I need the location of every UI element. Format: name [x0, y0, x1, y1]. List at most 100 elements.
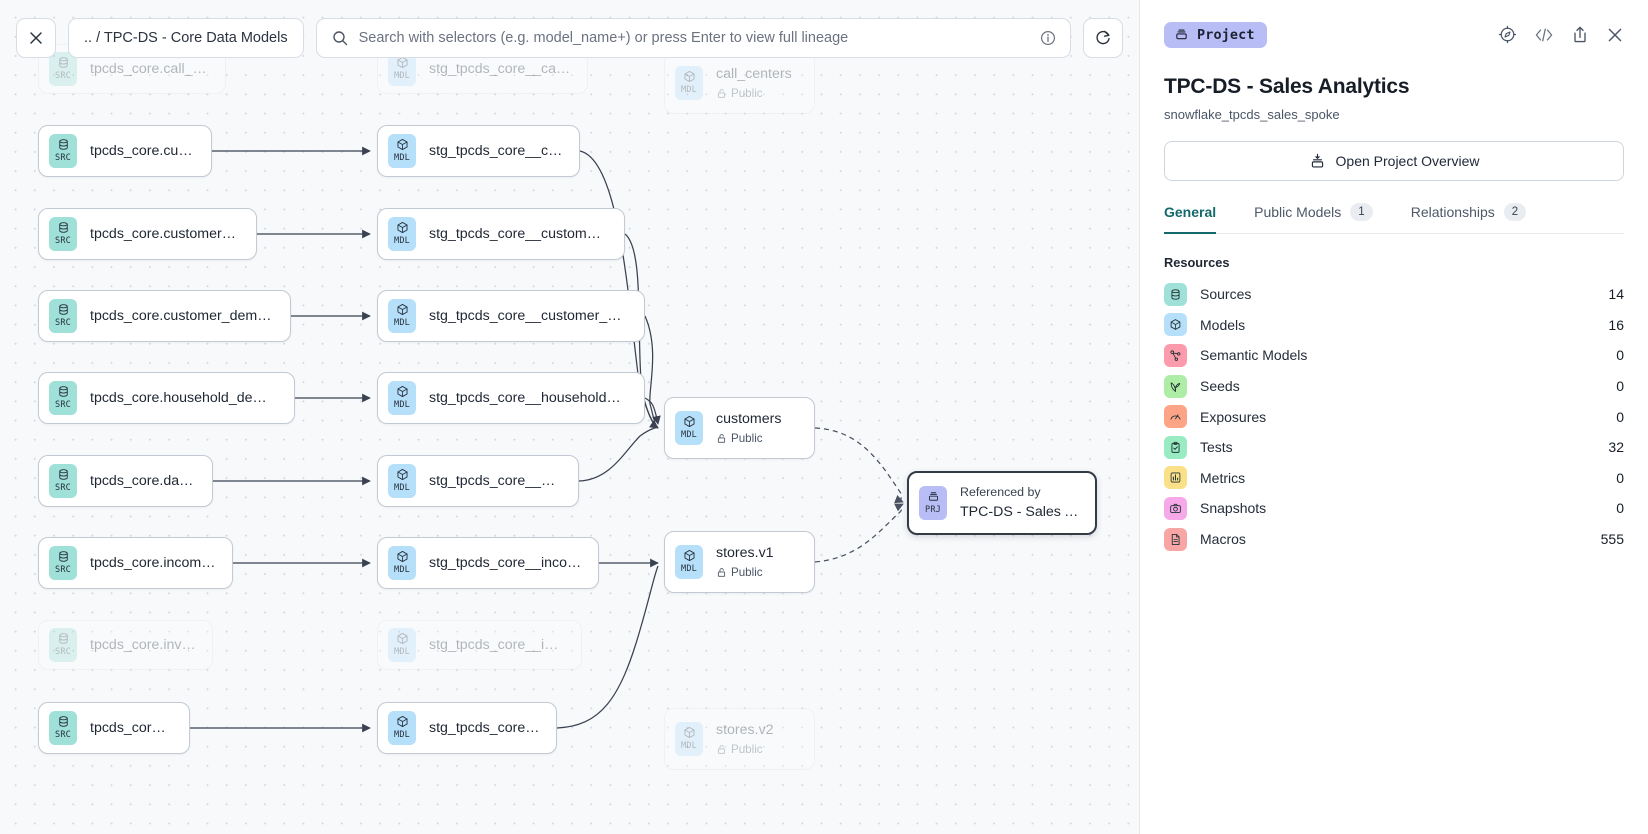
info-icon[interactable] — [1040, 30, 1056, 46]
resource-count: 0 — [1616, 408, 1624, 425]
lineage-node-mdl-call-centers: MDL call_centers Public — [664, 52, 815, 114]
clipboard-check-icon — [1164, 435, 1187, 459]
node-visibility: Public — [716, 742, 774, 757]
cube-icon — [396, 385, 409, 400]
node-type-badge-src: SRC — [49, 217, 77, 251]
node-type-label: SRC — [55, 647, 71, 657]
node-type-label: SRC — [55, 730, 71, 740]
lineage-node-src-household-demographics[interactable]: SRC tpcds_core.household_demographics — [38, 372, 295, 424]
lock-open-icon — [717, 568, 726, 577]
cube-icon — [396, 468, 409, 483]
lineage-node-mdl-stg-customer-address[interactable]: MDL stg_tpcds_core__customer_address — [377, 208, 625, 260]
database-icon — [57, 715, 70, 730]
node-type-badge-src: SRC — [49, 299, 77, 333]
project-type-chip[interactable]: Project — [1164, 21, 1267, 48]
node-title: stg_tpcds_core__household_demogr… — [429, 389, 628, 406]
node-type-label: MDL — [394, 236, 410, 246]
gauge-icon — [1164, 405, 1187, 429]
node-title: tpcds_core.store — [90, 719, 173, 736]
node-type-label: PRJ — [925, 505, 941, 515]
resource-name: Macros — [1200, 531, 1246, 548]
database-icon — [57, 56, 70, 71]
lineage-node-src-customer[interactable]: SRC tpcds_core.customer — [38, 125, 212, 177]
breadcrumb[interactable]: .. / TPC-DS - Core Data Models — [68, 18, 304, 58]
node-type-label: MDL — [394, 153, 410, 163]
resource-count: 14 — [1608, 286, 1624, 303]
open-project-overview-button[interactable]: Open Project Overview — [1164, 141, 1624, 181]
node-title: stg_tpcds_core__customer — [429, 142, 563, 159]
resource-name: Snapshots — [1200, 500, 1267, 517]
lineage-canvas[interactable]: SRC tpcds_core.call_center SRC tpcds_cor… — [0, 0, 1139, 834]
lineage-node-mdl-stg-income-band[interactable]: MDL stg_tpcds_core__income_band — [377, 537, 599, 589]
share-icon[interactable] — [1571, 25, 1589, 44]
node-type-label: SRC — [55, 153, 71, 163]
lineage-node-src-income-band[interactable]: SRC tpcds_core.income_band — [38, 537, 233, 589]
resource-count: 16 — [1608, 316, 1624, 333]
node-title: tpcds_core.income_band — [90, 554, 216, 571]
node-type-badge-src: SRC — [49, 546, 77, 580]
resource-row-semantic-models[interactable]: Semantic Models 0 — [1164, 340, 1624, 371]
resource-row-sources[interactable]: Sources 14 — [1164, 279, 1624, 310]
detail-panel: Project — [1139, 0, 1648, 834]
resource-row-metrics[interactable]: Metrics 0 — [1164, 463, 1624, 494]
cube-icon — [396, 550, 409, 565]
node-type-label: MDL — [394, 318, 410, 328]
lineage-node-mdl-stg-date-dim[interactable]: MDL stg_tpcds_core__date_dim — [377, 455, 579, 507]
lineage-node-mdl-stg-customer[interactable]: MDL stg_tpcds_core__customer — [377, 125, 580, 177]
cube-icon — [396, 221, 409, 236]
lineage-node-src-date-dim[interactable]: SRC tpcds_core.date_dim — [38, 455, 213, 507]
resource-row-tests[interactable]: Tests 32 — [1164, 432, 1624, 463]
node-type-label: MDL — [681, 741, 697, 751]
tab-general[interactable]: General — [1164, 203, 1217, 234]
node-type-badge-mdl: MDL — [675, 722, 703, 756]
resource-row-models[interactable]: Models 16 — [1164, 310, 1624, 341]
node-type-label: SRC — [55, 71, 71, 81]
compass-icon[interactable] — [1498, 25, 1517, 44]
lineage-node-src-customer-address[interactable]: SRC tpcds_core.customer_address — [38, 208, 257, 260]
tab-count: 1 — [1350, 203, 1373, 221]
resource-name: Exposures — [1200, 408, 1267, 425]
search-container[interactable] — [315, 18, 1071, 58]
lineage-node-mdl-stg-customer-demographics[interactable]: MDL stg_tpcds_core__customer_demogra… — [377, 290, 645, 342]
node-title: customers — [716, 411, 782, 427]
search-input[interactable] — [358, 30, 1029, 46]
node-title: stg_tpcds_core__customer_address — [429, 225, 608, 242]
node-type-badge-mdl: MDL — [388, 299, 416, 333]
lineage-node-src-store[interactable]: SRC tpcds_core.store — [38, 702, 190, 754]
database-icon — [57, 221, 70, 236]
code-icon[interactable] — [1534, 26, 1554, 44]
node-type-badge-src: SRC — [49, 628, 77, 662]
lineage-node-mdl-stores-v1[interactable]: MDL stores.v1 Public — [664, 531, 815, 593]
lineage-node-mdl-stg-household-demographics[interactable]: MDL stg_tpcds_core__household_demogr… — [377, 372, 645, 424]
resource-count: 555 — [1600, 531, 1624, 548]
close-panel-icon[interactable] — [1606, 26, 1624, 44]
cube-icon — [683, 70, 696, 85]
cube-icon — [683, 726, 696, 741]
lineage-node-prj-referenced-by[interactable]: PRJ Referenced by TPC-DS - Sales Analyti… — [907, 471, 1097, 535]
lock-open-icon — [717, 745, 726, 754]
node-type-label: MDL — [394, 483, 410, 493]
resource-row-exposures[interactable]: Exposures 0 — [1164, 401, 1624, 432]
resource-row-snapshots[interactable]: Snapshots 0 — [1164, 493, 1624, 524]
bar-chart-icon — [1164, 466, 1187, 490]
resource-row-seeds[interactable]: Seeds 0 — [1164, 371, 1624, 402]
node-prelabel: Referenced by — [960, 485, 1041, 499]
tab-label: General — [1164, 204, 1217, 220]
node-type-badge-src: SRC — [49, 381, 77, 415]
open-project-overview-label: Open Project Overview — [1335, 153, 1480, 169]
node-type-label: MDL — [394, 565, 410, 575]
node-title: stg_tpcds_core__inventory — [429, 636, 565, 653]
resource-row-macros[interactable]: Macros 555 — [1164, 524, 1624, 555]
close-lineage-button[interactable] — [16, 18, 56, 58]
lineage-node-src-customer-demographics[interactable]: SRC tpcds_core.customer_demographics — [38, 290, 291, 342]
node-type-badge-mdl: MDL — [388, 628, 416, 662]
node-type-badge-mdl: MDL — [388, 217, 416, 251]
database-icon — [57, 385, 70, 400]
lineage-node-mdl-stg-store[interactable]: MDL stg_tpcds_core__store — [377, 702, 557, 754]
resource-name: Semantic Models — [1200, 347, 1308, 364]
lineage-node-mdl-customers[interactable]: MDL customers Public — [664, 397, 815, 459]
panel-subtitle: snowflake_tpcds_sales_spoke — [1164, 107, 1340, 122]
refresh-button[interactable] — [1083, 18, 1123, 58]
